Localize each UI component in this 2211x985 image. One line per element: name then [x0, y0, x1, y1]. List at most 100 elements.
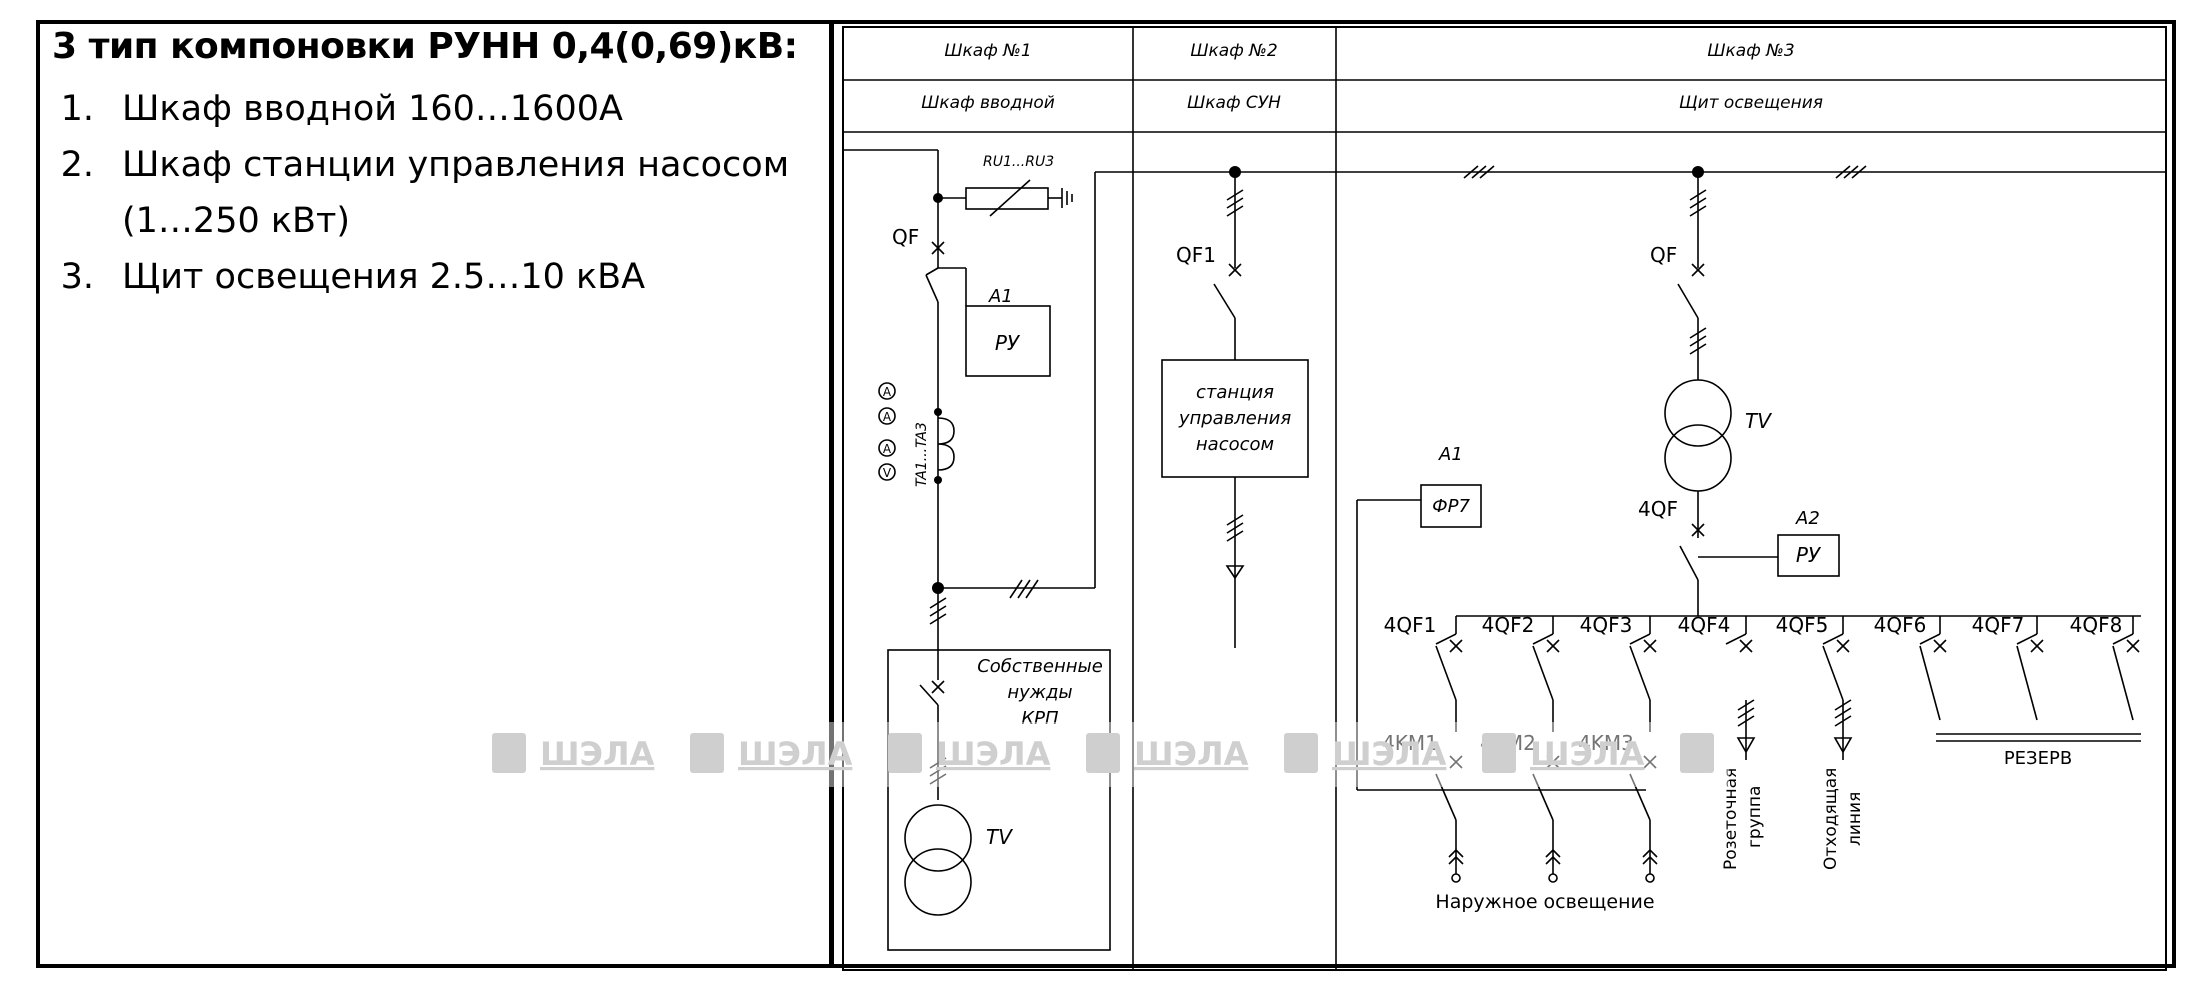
- terminal-icon: [1645, 873, 1655, 883]
- meter-a-label: A: [883, 410, 892, 424]
- transformer-icon: [904, 848, 972, 916]
- breaker-4qf6-label: 4QF6: [1874, 613, 1927, 637]
- watermark-logo: [492, 733, 526, 773]
- ru-box-label: РУ: [995, 331, 1021, 355]
- own-needs-line-3: КРП: [1021, 708, 1059, 729]
- ru-relay-box-2: [1777, 534, 1840, 577]
- list-item: 1. Шкаф вводной 160…1600А: [52, 81, 822, 137]
- socket-group-line-1: Розеточная: [1721, 768, 1741, 870]
- junction-dots: [932, 166, 1704, 594]
- breaker-4qf2-label: 4QF2: [1482, 613, 1535, 637]
- list-item-text: Шкаф вводной 160…1600А: [122, 89, 623, 129]
- surge-arrester: [965, 187, 1049, 210]
- layout-heading: 3 тип компоновки РУНН 0,4(0,69)кВ:: [52, 26, 798, 67]
- watermark: ШЭЛА ШЭЛА ШЭЛА ШЭЛА ШЭЛА ШЭЛА: [485, 722, 1729, 787]
- tv-label: TV: [986, 825, 1013, 849]
- watermark-text: ШЭЛА: [540, 735, 655, 773]
- breaker-4qf8-label: 4QF8: [2070, 613, 2123, 637]
- description-panel: 3 тип компоновки РУНН 0,4(0,69)кВ: 1. Шка…: [52, 26, 822, 305]
- transformer-icon: [904, 804, 972, 872]
- pump-line-1: станция: [1196, 382, 1274, 403]
- meter-v-label: V: [883, 466, 892, 480]
- ta-label: TA1...TA3: [914, 422, 930, 487]
- ru-box-2-label: РУ: [1796, 543, 1822, 567]
- breaker-4qf5-label: 4QF5: [1776, 613, 1829, 637]
- terminal-icon: [1548, 873, 1558, 883]
- list-item: 2. Шкаф станции управления насосом (1…250…: [52, 137, 822, 249]
- pump-line-2: управления: [1178, 408, 1292, 429]
- watermark-logo: [1680, 733, 1714, 773]
- list-item-text: Шкаф станции управления насосом (1…250 к…: [122, 145, 790, 241]
- contactor-4km3-label: 4KM3: [1578, 731, 1634, 755]
- a1-label: A1: [988, 286, 1013, 307]
- watermark-text: ШЭЛА: [1134, 735, 1249, 773]
- panel-divider: [829, 20, 834, 968]
- arrester-label: RU1...RU3: [983, 154, 1054, 170]
- q4f-label: 4QF: [1638, 497, 1678, 521]
- cabinet-2-subtitle: Шкаф СУН: [1187, 93, 1281, 113]
- lamp-output-icon: [1448, 848, 1464, 858]
- list-item: 3. Щит освещения 2.5…10 кВА: [52, 249, 822, 305]
- watermark-text: ШЭЛА: [738, 735, 853, 773]
- watermark-logo: [888, 733, 922, 773]
- watermark-text: ШЭЛА: [1332, 735, 1447, 773]
- watermark-text: ШЭЛА: [936, 735, 1051, 773]
- own-needs-box: [887, 649, 1111, 951]
- breaker-4qf1-label: 4QF1: [1384, 613, 1437, 637]
- list-item-number: 3.: [60, 257, 94, 297]
- socket-group-icon: [1736, 737, 1756, 754]
- cabinet-2-title: Шкаф №2: [1190, 41, 1277, 61]
- qf1-label: QF1: [1176, 243, 1216, 267]
- ammeter-icon: [878, 382, 896, 400]
- own-needs-line-1: Собственные: [977, 656, 1103, 677]
- cabinet-1-subtitle: Шкаф вводной: [921, 93, 1055, 113]
- lamp-output-icon: [1642, 848, 1658, 858]
- schematic-frame: [842, 26, 2167, 971]
- transformer-icon: [1664, 424, 1732, 492]
- breaker-4qf4-label: 4QF4: [1678, 613, 1731, 637]
- a2-label: A2: [1795, 508, 1820, 529]
- watermark-logo: [690, 733, 724, 773]
- layout-list: 1. Шкаф вводной 160…1600А 2. Шкаф станции …: [52, 81, 822, 305]
- qf-label: QF: [892, 225, 919, 249]
- outgoing-line-2: линия: [1845, 792, 1865, 846]
- pump-cabinet-circuit: [1161, 172, 1309, 648]
- socket-group-line-2: группа: [1745, 786, 1765, 848]
- ru-relay-box: [965, 305, 1051, 377]
- own-needs-line-2: нужды: [1007, 682, 1072, 703]
- watermark-logo: [1086, 733, 1120, 773]
- cabinet-3-title: Шкаф №3: [1707, 41, 1794, 61]
- photo-relay-label: ФР7: [1432, 496, 1470, 517]
- qf-main-label: QF: [1650, 243, 1677, 267]
- socket-outgoing-feeders: [1736, 699, 1853, 754]
- outgoing-line-1: Отходящая: [1821, 768, 1841, 870]
- ammeter-icon: [878, 439, 896, 457]
- lighting-panel-circuit: [1356, 165, 2141, 791]
- watermark-text: ШЭЛА: [1530, 735, 1645, 773]
- reserve-label: РЕЗЕРВ: [2004, 748, 2072, 769]
- watermark-logo: [1482, 733, 1516, 773]
- voltmeter-icon: [878, 463, 896, 481]
- input-cabinet-circuit: [843, 149, 2166, 951]
- a1-fr-label: A1: [1438, 444, 1463, 465]
- photo-relay-box: [1420, 484, 1482, 528]
- transformer-icon: [1664, 379, 1732, 447]
- list-item-text: Щит освещения 2.5…10 кВА: [122, 257, 646, 297]
- feeder-switches: [1435, 645, 2141, 760]
- terminal-icon: [1451, 873, 1461, 883]
- breaker-4qf3-label: 4QF3: [1580, 613, 1633, 637]
- cabinet-3-subtitle: Щит освещения: [1679, 93, 1823, 113]
- list-item-number: 1.: [60, 89, 94, 129]
- meter-a-label: A: [883, 385, 892, 399]
- current-transformer: [937, 417, 955, 471]
- lamp-output-icon: [1545, 848, 1561, 858]
- outdoor-lighting-label: Наружное освещение: [1435, 891, 1654, 913]
- ammeter-icon: [878, 407, 896, 425]
- contactor-4km1-label: 4KM1: [1382, 731, 1438, 755]
- watermark-logo: [1284, 733, 1318, 773]
- tv-main-label: TV: [1745, 409, 1772, 433]
- list-item-number: 2.: [60, 145, 94, 185]
- cabinet-1-title: Шкаф №1: [944, 41, 1031, 61]
- outgoing-line-icon: [1833, 737, 1853, 754]
